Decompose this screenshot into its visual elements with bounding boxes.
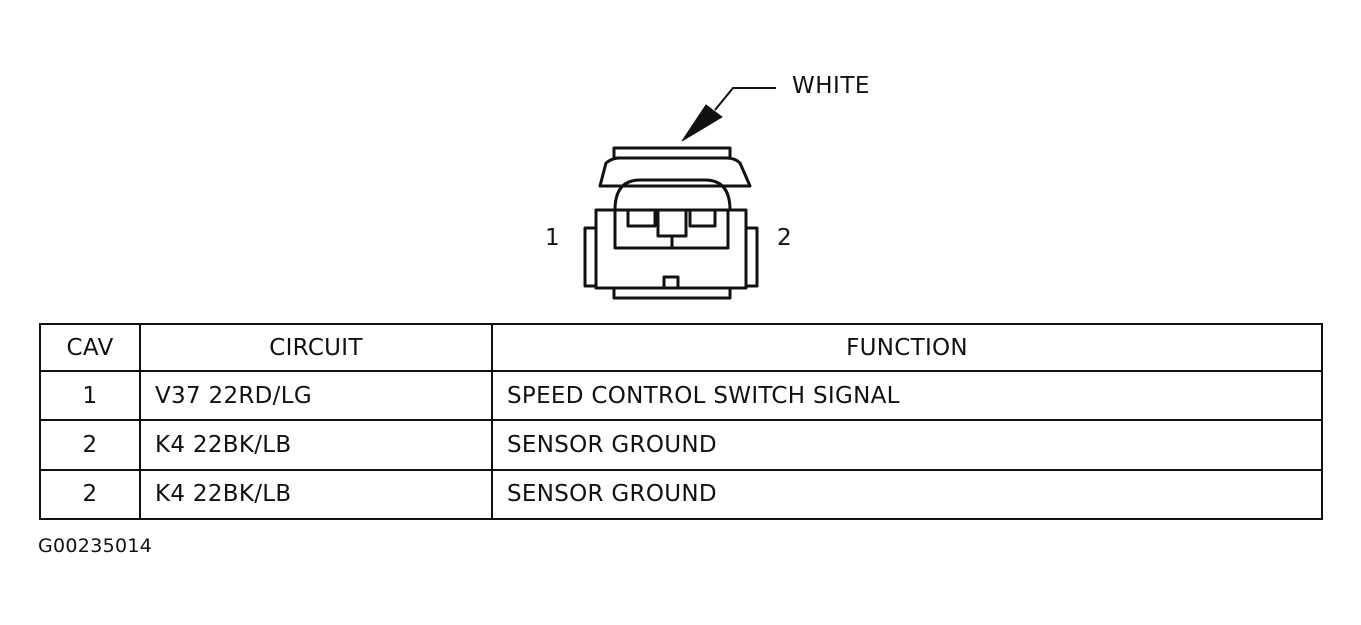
- figure-id: G00235014: [38, 535, 153, 557]
- header-cav: CAV: [39, 323, 141, 372]
- table-row: 1 V37 22RD/LG SPEED CONTROL SWITCH SIGNA…: [39, 369, 1323, 422]
- connector-color-label: WHITE: [792, 73, 870, 99]
- cell-cav: 2: [39, 419, 141, 471]
- cell-cav: 1: [39, 369, 141, 422]
- connector-face: [613, 208, 730, 250]
- header-function: FUNCTION: [491, 323, 1323, 372]
- table-row: 2 K4 22BK/LB SENSOR GROUND: [39, 419, 1323, 471]
- header-circuit: CIRCUIT: [139, 323, 493, 372]
- connector-side-left: [583, 226, 598, 288]
- cell-function: SPEED CONTROL SWITCH SIGNAL: [491, 369, 1323, 422]
- cell-function: SENSOR GROUND: [491, 468, 1323, 521]
- connector-side-right: [744, 226, 759, 288]
- connector-key: [662, 275, 680, 290]
- cell-circuit: K4 22BK/LB: [139, 468, 493, 521]
- pin-1-label: 1: [545, 225, 561, 251]
- cell-function: SENSOR GROUND: [491, 419, 1323, 471]
- cell-circuit: V37 22RD/LG: [139, 369, 493, 422]
- pin-2-label: 2: [777, 225, 793, 251]
- connector-body: [583, 146, 759, 300]
- pin-lock-tab: [656, 208, 688, 238]
- table-row: 2 K4 22BK/LB SENSOR GROUND: [39, 468, 1323, 521]
- cell-cav: 2: [39, 468, 141, 521]
- cell-circuit: K4 22BK/LB: [139, 419, 493, 471]
- connector-latch-inner: [613, 178, 732, 211]
- connector-latch-frame: [598, 156, 752, 188]
- table-header-row: CAV CIRCUIT FUNCTION: [39, 323, 1323, 372]
- connector-diagram: [583, 87, 776, 300]
- leader-arrow: [681, 87, 776, 142]
- pinout-table: CAV CIRCUIT FUNCTION 1 V37 22RD/LG SPEED…: [39, 323, 1323, 521]
- connector-bottom-cap: [612, 286, 732, 300]
